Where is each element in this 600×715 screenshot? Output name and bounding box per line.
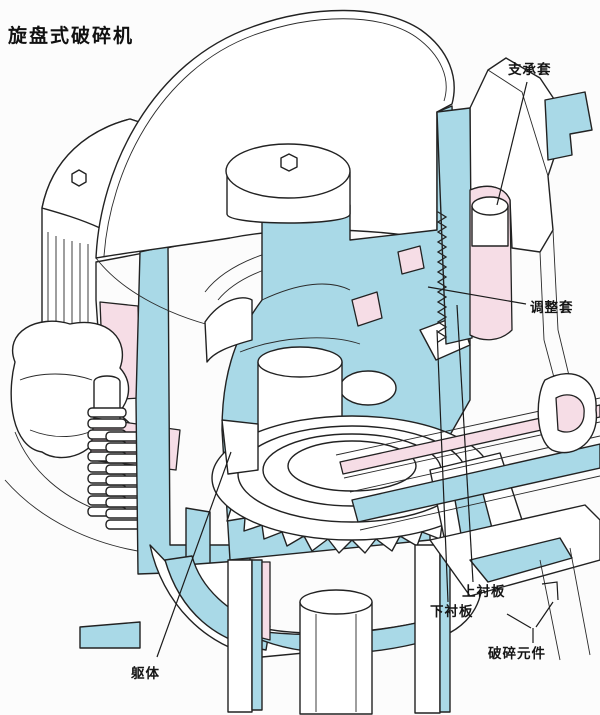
- spring-stack: [87, 407, 143, 530]
- upper-liner-leader: [456, 304, 474, 583]
- label-lower-liner: 下衬板: [430, 603, 474, 620]
- adjusting-sleeve-part: [436, 107, 513, 345]
- callouts: 旋盘式破碎机 支承套 调整套 上衬板 下衬板 破碎元件 躯体: [7, 24, 574, 682]
- bottom-pink-strip: [261, 561, 271, 641]
- lower-liner-leader: [436, 329, 449, 603]
- page-title: 旋盘式破碎机: [7, 24, 134, 47]
- main-body-leader: [156, 451, 232, 658]
- frame-beams: [335, 373, 600, 661]
- crushing-elements-bracket: [506, 581, 559, 643]
- thread-zigzag: [436, 211, 448, 343]
- shaft-bolt-icon: [280, 153, 298, 172]
- label-crushing-elements: 破碎元件: [488, 645, 546, 662]
- main-shaft-top: [225, 143, 351, 224]
- bottom-shell: [149, 544, 483, 715]
- label-main-body: 躯体: [130, 665, 160, 682]
- main-frame-cut: [79, 245, 251, 649]
- label-adjusting-sleeve: 调整套: [530, 299, 574, 316]
- label-upper-liner: 上衬板: [462, 583, 506, 600]
- adjusting-sleeve-leader: [427, 286, 527, 305]
- support-sleeve-leader: [496, 81, 528, 206]
- label-support-sleeve: 支承套: [507, 61, 552, 78]
